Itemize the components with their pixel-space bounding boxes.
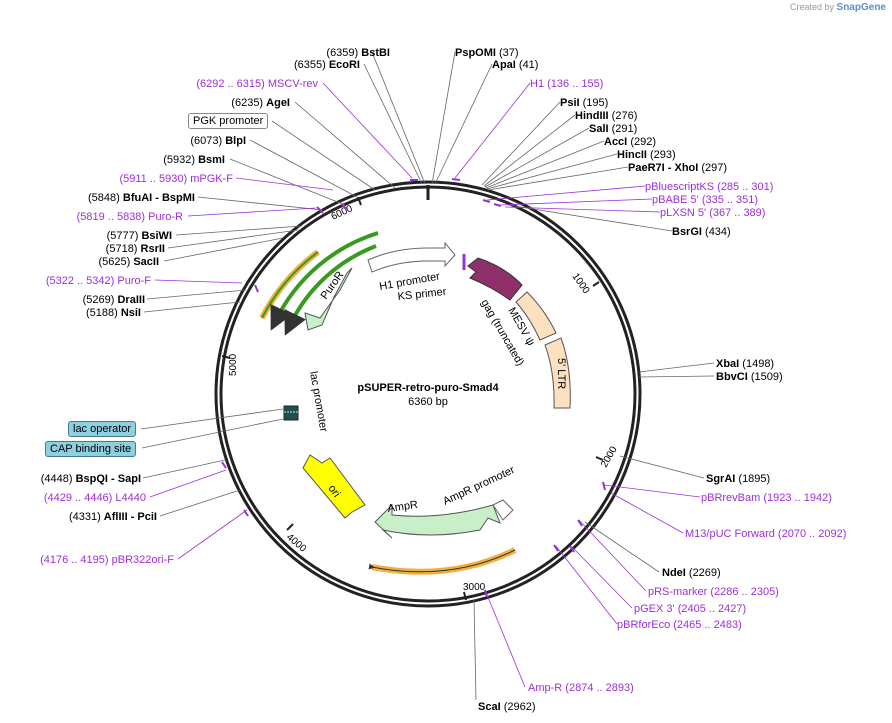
backbone-inner	[214, 180, 642, 608]
svg-text:(5269) DraIII: (5269) DraIII	[83, 294, 145, 306]
svg-text:Amp-R (2874 .. 2893): Amp-R (2874 .. 2893)	[528, 682, 634, 694]
ori-feature	[302, 454, 366, 519]
puror-feature	[304, 267, 353, 331]
tick-label-6000: 6000	[330, 203, 355, 223]
svg-text:pBRforEco (2465 .. 2483): pBRforEco (2465 .. 2483)	[617, 619, 742, 631]
mesv-feature	[467, 257, 523, 301]
puro-orf-arc-2	[284, 244, 377, 336]
svg-text:(5848) BfuAI - BspMI: (5848) BfuAI - BspMI	[88, 192, 195, 204]
credit-prefix: Created by	[789, 2, 835, 12]
leader-lines	[140, 51, 715, 701]
svg-text:HindIII (276): HindIII (276)	[575, 110, 637, 122]
ltr-label: 5' LTR	[555, 358, 567, 389]
snapgene-credit: Created by SnapGene	[790, 2, 886, 13]
svg-text:(5932) BsmI: (5932) BsmI	[163, 154, 225, 166]
svg-text:M13/pUC Forward (2070 .. 2092: M13/pUC Forward (2070 .. 2092)	[685, 528, 846, 540]
svg-text:(5777) BsiWI: (5777) BsiWI	[107, 230, 172, 242]
plasmid-size: 6360 bp	[408, 396, 448, 408]
svg-text:(4331) AflIII - PciI: (4331) AflIII - PciI	[69, 511, 157, 523]
tick-label-3000: 3000	[463, 582, 486, 593]
svg-text:(5819 .. 5838) Puro-R: (5819 .. 5838) Puro-R	[77, 211, 183, 223]
svg-text:ApaI (41): ApaI (41)	[492, 59, 538, 71]
gag-feature	[515, 291, 557, 341]
svg-text:pBRrevBam (1923 .. 1942): pBRrevBam (1923 .. 1942)	[701, 492, 832, 504]
svg-text:(6073) BlpI: (6073) BlpI	[190, 135, 246, 147]
svg-text:(4448) BspQI - SapI: (4448) BspQI - SapI	[41, 473, 141, 485]
svg-text:pGEX 3' (2405 .. 2427): pGEX 3' (2405 .. 2427)	[634, 603, 746, 615]
svg-text:pLXSN 5' (367 .. 389): pLXSN 5' (367 .. 389)	[660, 207, 765, 219]
svg-text:(6359) BstBI: (6359) BstBI	[326, 47, 390, 59]
lac-promoter-label: lac promoter	[307, 370, 329, 433]
ks-primer-label: KS primer	[397, 286, 447, 303]
ltr-feature	[544, 337, 571, 409]
tick-label-5000: 5000	[228, 353, 239, 376]
svg-text:H1 (136 .. 155): H1 (136 .. 155)	[530, 78, 603, 90]
svg-text:PaeR7I - XhoI (297): PaeR7I - XhoI (297)	[628, 162, 727, 174]
svg-text:HincII (293): HincII (293)	[617, 149, 676, 161]
h1-promoter-feature	[367, 241, 456, 273]
ampr-label: AmpR	[387, 499, 419, 515]
puro-orf-arc	[270, 231, 379, 331]
svg-text:NdeI (2269): NdeI (2269)	[662, 567, 721, 579]
svg-text:pRS-marker (2286 .. 2305): pRS-marker (2286 .. 2305)	[648, 586, 779, 598]
plasmid-name: pSUPER-retro-puro-Smad4	[357, 382, 499, 394]
ori-label: ori	[326, 483, 343, 500]
orf-arc-left-inner	[261, 251, 319, 319]
cap-binding-site-label: CAP binding site	[45, 441, 137, 457]
svg-text:(6235) AgeI: (6235) AgeI	[231, 97, 290, 109]
svg-text:(5625) SacII: (5625) SacII	[98, 256, 159, 268]
ampr-promoter-label: AmpR promoter	[441, 464, 517, 508]
ampr-promoter-feature	[492, 499, 514, 521]
tick-label-2000: 2000	[599, 444, 620, 469]
tick-label-1000: 1000	[570, 271, 592, 296]
svg-text:(4429 .. 4446) L4440: (4429 .. 4446) L4440	[44, 492, 146, 504]
svg-text:XbaI (1498): XbaI (1498)	[716, 358, 774, 370]
lac-operator-label: lac operator	[68, 421, 137, 437]
svg-text:(6355) EcoRI: (6355) EcoRI	[294, 59, 360, 71]
svg-text:(5911 .. 5930) mPGK-F: (5911 .. 5930) mPGK-F	[119, 173, 233, 185]
svg-text:AccI (292): AccI (292)	[604, 136, 656, 148]
right-labels: PspOMI (37) ApaI (41) H1 (136 .. 155) Ps…	[455, 47, 846, 713]
pgk-promoter-label: PGK promoter	[188, 113, 269, 129]
tick-marks	[221, 196, 604, 601]
svg-text:SalI (291): SalI (291)	[589, 123, 637, 135]
svg-text:BsrGI (434): BsrGI (434)	[672, 226, 731, 238]
left-labels: (6359) BstBI (6355) EcoRI (6292 .. 6315)…	[40, 47, 390, 566]
svg-text:(4176 .. 4195) pBR322ori-F: (4176 .. 4195) pBR322ori-F	[40, 554, 174, 566]
ampr-orf-arc	[371, 547, 517, 575]
snapgene-logo: SnapGene	[836, 2, 886, 13]
primer-marks	[221, 178, 606, 598]
svg-text:PsiI (195): PsiI (195)	[560, 97, 608, 109]
svg-text:PspOMI (37): PspOMI (37)	[455, 47, 519, 59]
svg-text:(5322 .. 5342) Puro-F: (5322 .. 5342) Puro-F	[46, 275, 151, 287]
svg-text:BbvCI (1509): BbvCI (1509)	[716, 371, 783, 383]
svg-text:pBABE 5' (335 .. 351): pBABE 5' (335 .. 351)	[652, 194, 758, 206]
svg-text:SgrAI (1895): SgrAI (1895)	[706, 473, 770, 485]
lac-operator-mark	[283, 405, 299, 421]
svg-text:(6292 .. 6315) MSCV-rev: (6292 .. 6315) MSCV-rev	[196, 78, 318, 90]
svg-text:ScaI (2962): ScaI (2962)	[478, 701, 536, 713]
svg-text:(5718) RsrII: (5718) RsrII	[106, 243, 165, 255]
svg-text:pBluescriptKS (285 .. 301): pBluescriptKS (285 .. 301)	[645, 181, 773, 193]
svg-text:(5188) NsiI: (5188) NsiI	[86, 307, 141, 319]
